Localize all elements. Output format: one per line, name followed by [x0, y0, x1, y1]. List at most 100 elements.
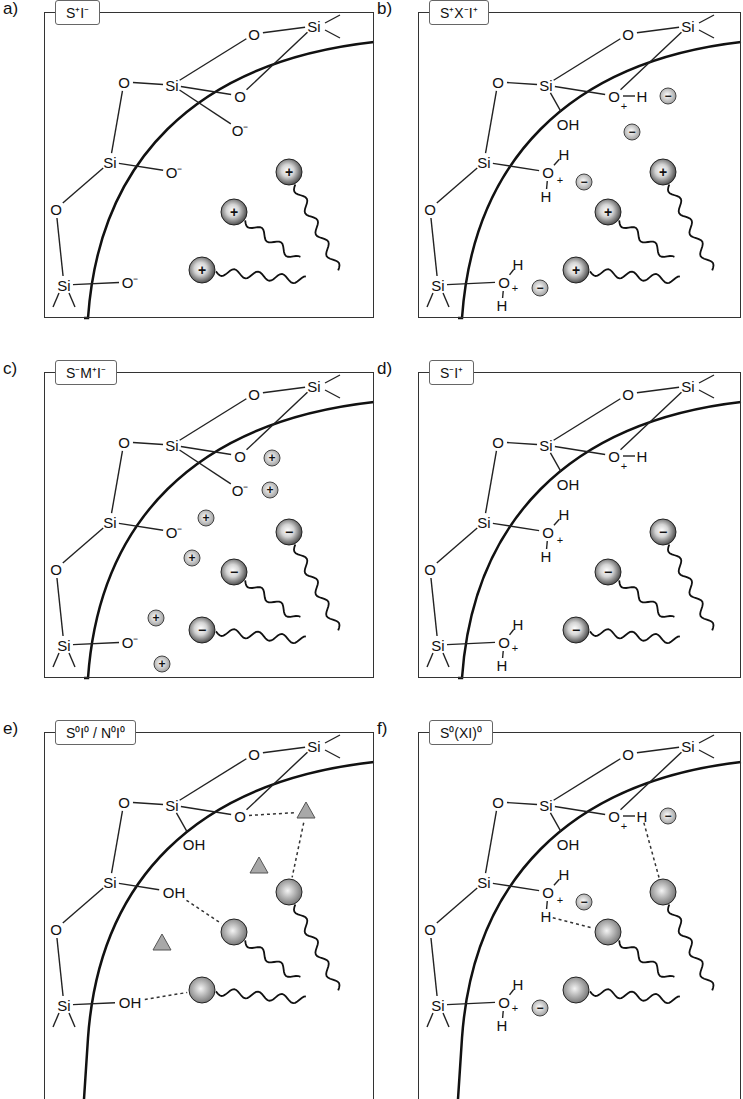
mechanism-label-box: S⁰I⁰ / N⁰I⁰ [55, 720, 136, 745]
atom-label: Si [539, 798, 552, 813]
ion-charge: − [664, 810, 671, 822]
atom-label: O [118, 435, 130, 450]
atom-label: H [559, 507, 570, 522]
ion-charge: − [580, 176, 587, 188]
bond-stub [699, 735, 714, 743]
atom-label: O [622, 387, 634, 402]
ion-charge: + [202, 512, 209, 524]
surfactant-head [650, 519, 676, 545]
bond [437, 888, 477, 923]
bond [181, 806, 231, 814]
panel-letter: d) [377, 359, 392, 379]
surfactant-tail [619, 580, 674, 616]
atom-label: O [248, 27, 260, 42]
atom-label: H [541, 909, 552, 924]
atom-label: OH [557, 477, 580, 492]
atom-label: O [498, 995, 510, 1010]
atom-label: H [497, 298, 508, 313]
silica-wall [458, 42, 741, 318]
atom-label: O [498, 635, 510, 650]
bond [73, 1003, 115, 1005]
bond [437, 168, 477, 203]
atom-label: O [542, 165, 554, 180]
mechanism-label: S⁺X⁻I⁺ [440, 5, 478, 21]
bond-stub [325, 375, 340, 383]
atom-label: OH [557, 117, 580, 132]
atom-label: O⁻ [122, 635, 139, 650]
counter-ion [198, 510, 214, 526]
ion-charge: + [268, 452, 275, 464]
surfactant-head [276, 879, 302, 905]
atom-label: Si [681, 739, 694, 754]
bond-stub [443, 653, 449, 667]
headgroup-charge: + [604, 205, 612, 219]
surfactant-head [221, 559, 247, 585]
atom-label: O [492, 795, 504, 810]
atom-label: H [513, 977, 524, 992]
panel-frame: a)S⁺I⁻ [44, 12, 374, 318]
atom-label: Si [681, 379, 694, 394]
surfactant-tail [294, 905, 340, 991]
bond [112, 451, 123, 513]
bond [180, 399, 247, 440]
bond [119, 523, 163, 530]
charge-sign: + [512, 643, 518, 654]
atom-label: O [50, 922, 62, 937]
charge-sign: + [557, 895, 563, 906]
hydrogen-bond [186, 900, 221, 923]
surfactant-head [189, 617, 215, 643]
hydrogen-bond [553, 918, 594, 929]
panel-art [53, 375, 374, 678]
bond [263, 747, 305, 753]
bond [493, 163, 539, 170]
atom-label: H [497, 1018, 508, 1033]
bond-stub [325, 735, 340, 743]
bond [180, 90, 231, 124]
surfactant-head [189, 257, 215, 283]
surfactant-head [595, 199, 621, 225]
panel-frame: e)S⁰I⁰ / N⁰I⁰ [44, 732, 374, 1099]
bond [637, 387, 679, 393]
atom-label: H [513, 617, 524, 632]
ion-charge: − [536, 282, 543, 294]
silica-wall [84, 42, 374, 318]
panel-frame: c)S⁻M⁺I⁻ [44, 372, 374, 678]
silica-wall [84, 762, 374, 1099]
bond [447, 1002, 495, 1004]
bond [623, 455, 635, 456]
bond-stub [69, 653, 75, 667]
atom-label: Si [57, 998, 70, 1013]
bond [554, 399, 621, 440]
bond-stub [443, 1013, 449, 1027]
counter-ion [264, 450, 280, 466]
bond [263, 387, 305, 393]
bond [623, 95, 635, 96]
bond [555, 446, 605, 454]
panel-letter: e) [3, 719, 18, 739]
atom-label: Si [103, 515, 116, 530]
bond [447, 642, 495, 644]
atom-label: Si [307, 379, 320, 394]
panel-art [53, 735, 374, 1099]
bond [554, 879, 559, 885]
atom-label: O [622, 27, 634, 42]
atom-label: O [234, 449, 246, 464]
bond [437, 528, 477, 563]
charge-sign: + [557, 535, 563, 546]
charge-sign: + [512, 283, 518, 294]
bond-stub [53, 653, 59, 667]
counter-ion [154, 656, 170, 672]
bond [431, 938, 437, 996]
atom-label: H [541, 549, 552, 564]
atom-label: O [118, 75, 130, 90]
counter-ion [262, 482, 278, 498]
surfactant-tail [619, 220, 674, 256]
bond [507, 803, 537, 805]
ion-charge: + [188, 552, 195, 564]
bond [180, 450, 231, 484]
surfactant-tail [245, 220, 300, 256]
atom-label: Si [539, 438, 552, 453]
surfactant-tail [590, 269, 680, 283]
panel-letter: b) [377, 0, 392, 19]
bond-stub [427, 653, 433, 667]
